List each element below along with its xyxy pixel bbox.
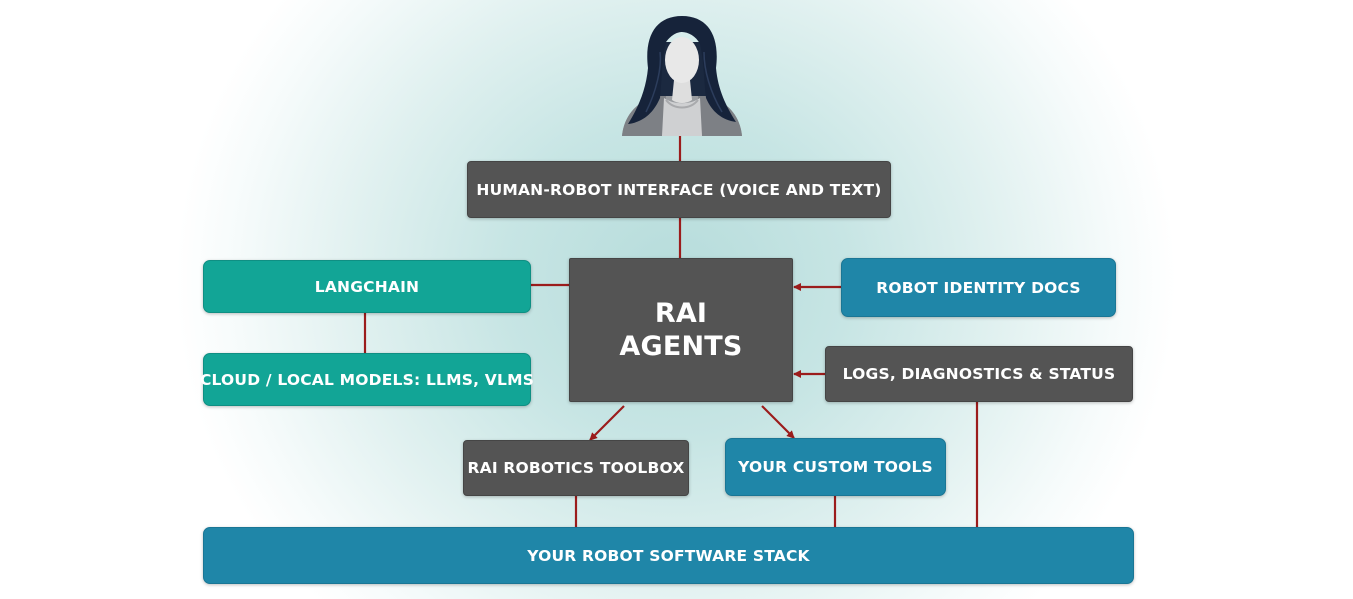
langchain-box: LANGCHAIN bbox=[203, 260, 531, 313]
rai-robotics-toolbox-label: RAI ROBOTICS TOOLBOX bbox=[467, 459, 685, 477]
connector-agents-to-toolbox bbox=[589, 405, 625, 441]
langchain-label: LANGCHAIN bbox=[314, 277, 420, 296]
connector-agents-to-custom-tools bbox=[761, 405, 795, 439]
robot-identity-docs-box: ROBOT IDENTITY DOCS bbox=[841, 258, 1116, 317]
your-robot-software-stack-label: YOUR ROBOT SOFTWARE STACK bbox=[527, 546, 810, 565]
your-custom-tools-box: YOUR CUSTOM TOOLS bbox=[725, 438, 946, 496]
your-robot-software-stack-box: YOUR ROBOT SOFTWARE STACK bbox=[203, 527, 1134, 584]
cloud-local-models-box: CLOUD / LOCAL MODELS: LLMS, VLMS bbox=[199, 353, 535, 406]
rai-robotics-toolbox-box: RAI ROBOTICS TOOLBOX bbox=[463, 440, 689, 496]
logs-diagnostics-status-label: LOGS, DIAGNOSTICS & STATUS bbox=[842, 365, 1116, 383]
rai-agents-label-line2: AGENTS bbox=[619, 331, 743, 362]
robot-identity-docs-label: ROBOT IDENTITY DOCS bbox=[876, 278, 1081, 297]
your-custom-tools-label: YOUR CUSTOM TOOLS bbox=[738, 458, 933, 476]
user-avatar-icon bbox=[622, 16, 742, 136]
cloud-local-models-label: CLOUD / LOCAL MODELS: LLMS, VLMS bbox=[199, 370, 535, 389]
human-robot-interface-box: HUMAN-ROBOT INTERFACE (VOICE AND TEXT) bbox=[467, 161, 891, 218]
rai-agents-label-line1: RAI bbox=[654, 298, 708, 329]
rai-agents-box: RAI AGENTS bbox=[569, 258, 793, 402]
logs-diagnostics-status-box: LOGS, DIAGNOSTICS & STATUS bbox=[825, 346, 1133, 402]
human-robot-interface-label: HUMAN-ROBOT INTERFACE (VOICE AND TEXT) bbox=[476, 180, 882, 199]
